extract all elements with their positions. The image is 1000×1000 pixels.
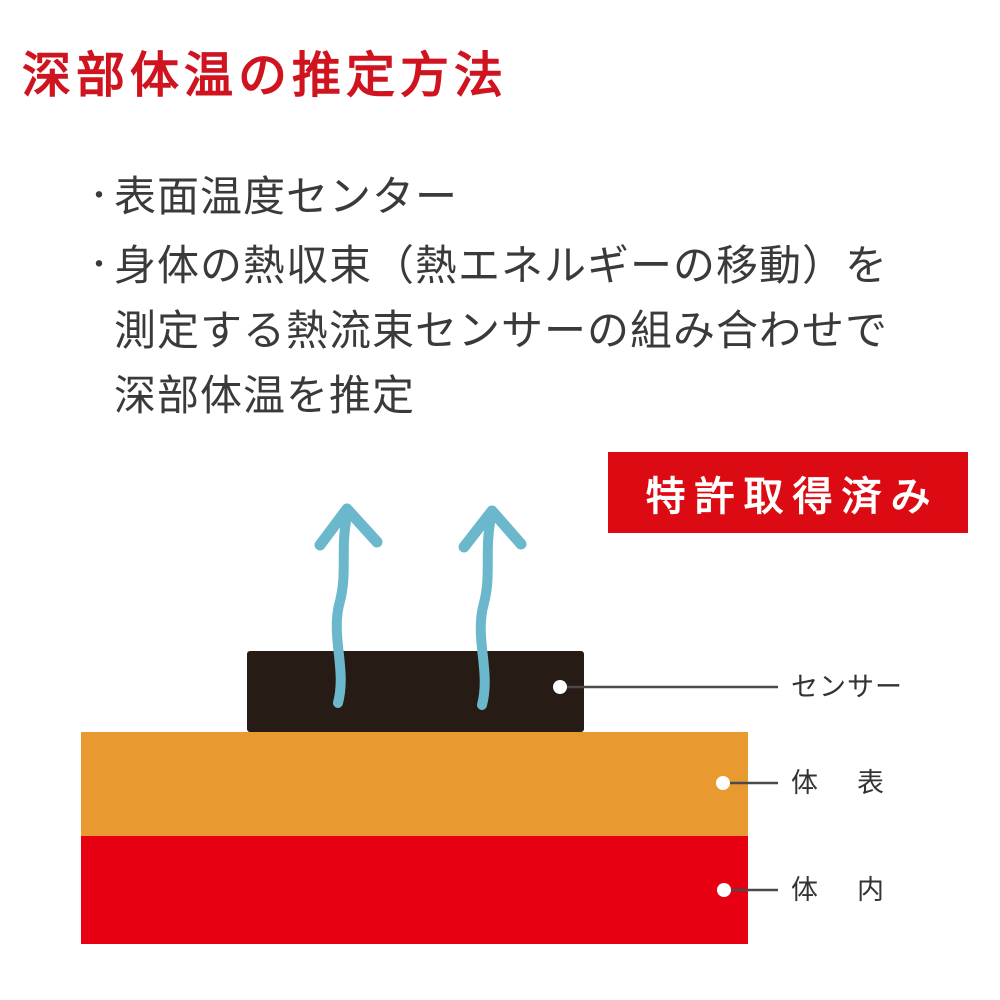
heat-arrow-right-icon — [458, 505, 527, 710]
body-surface-callout: 体 表 — [716, 768, 890, 798]
bullet-item-heat-flux: ・ 身体の熱収束（熱エネルギーの移動）を 測定する熱流束センサーの組み合わせで … — [84, 233, 888, 428]
sensor-callout: センサー — [553, 672, 903, 702]
body-surface-label: 体 表 — [791, 768, 890, 798]
bullet-text: 身体の熱収束（熱エネルギーの移動）を 測定する熱流束センサーの組み合わせで 深部… — [114, 233, 888, 428]
heat-arrow-head — [314, 503, 383, 551]
heat-arrow-shaft — [331, 516, 351, 708]
leader-dot-sensor — [553, 680, 567, 694]
patent-badge: 特許取得済み — [608, 452, 968, 533]
body-surface-layer — [81, 732, 748, 836]
bullet-text: 表面温度センター — [114, 164, 458, 229]
leader-dot-inside — [717, 883, 731, 897]
sensor-block — [247, 651, 584, 732]
bullet-line: 深部体温を推定 — [114, 372, 416, 419]
page-title: 深部体温の推定方法 — [22, 49, 509, 103]
heat-arrow-shaft — [475, 518, 495, 710]
body-inside-label: 体 内 — [791, 875, 890, 905]
bullet-line: 身体の熱収束（熱エネルギーの移動）を — [114, 242, 889, 289]
body-inside-callout: 体 内 — [717, 875, 890, 905]
bullet-line: 表面温度センター — [114, 173, 459, 220]
heat-arrow-head — [458, 505, 527, 553]
leader-dot-surface — [716, 776, 730, 790]
bullet-marker: ・ — [84, 180, 114, 213]
sensor-label: センサー — [791, 672, 903, 702]
body-inside-layer — [81, 836, 748, 944]
bullet-marker: ・ — [84, 249, 114, 282]
bullet-list: ・ 表面温度センター ・ 身体の熱収束（熱エネルギーの移動）を 測定する熱流束セ… — [84, 164, 888, 432]
bullet-line: 測定する熱流束センサーの組み合わせで — [114, 307, 889, 354]
bullet-item-surface-sensor: ・ 表面温度センター — [84, 164, 888, 229]
heat-arrow-left-icon — [314, 503, 383, 708]
